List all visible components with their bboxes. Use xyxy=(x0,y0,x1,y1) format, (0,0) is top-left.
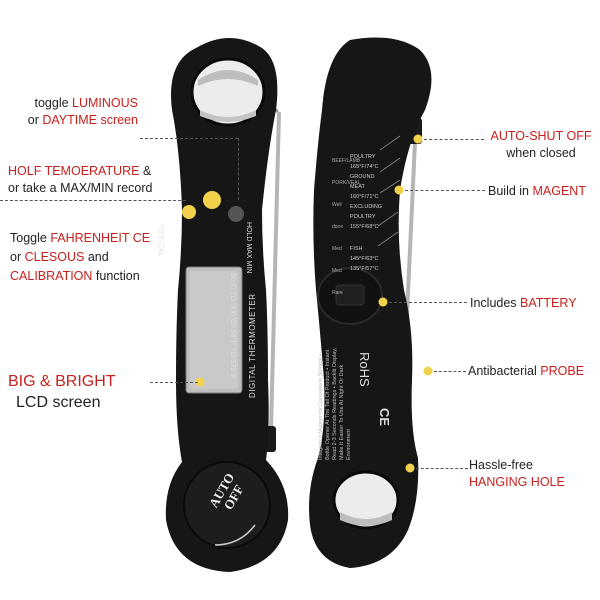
label-magnet: Build in MAGENT xyxy=(488,184,586,198)
back-side-words: BEEF/LAMB PORK/VEAL Well done Med Med Ra… xyxy=(332,150,360,304)
front-brand-text: DIGITAL THERMOMETER xyxy=(248,293,257,398)
side-word: Med Rare xyxy=(332,268,343,296)
label-hanging-hole: Hassle-free HANGING HOLE xyxy=(469,458,565,489)
leader-line xyxy=(150,382,198,383)
leader-line xyxy=(416,468,468,469)
temp-item: FISH 145°F/63°C xyxy=(350,246,379,262)
rohs-mark: RoHS xyxy=(357,352,372,387)
back-features-text: Integrated Magnet for Convenient Storage… xyxy=(318,347,352,460)
leader-line xyxy=(389,302,467,303)
label-toggle-luminous: toggle LUMINOUS or DAYTIME screen xyxy=(27,96,138,127)
leader-line xyxy=(238,138,239,200)
leader-line xyxy=(0,200,186,201)
leader-line xyxy=(405,190,485,191)
label-toggle-fahrenheit: Toggle FAHRENHEIT CE or CLESOUS and CALI… xyxy=(10,231,151,283)
label-auto-shut-off: AUTO-SHUT OFF when closed xyxy=(490,129,592,160)
temp-item: 135°F/57°C xyxy=(350,266,379,272)
label-probe: Antibacterial PROBE xyxy=(468,364,585,378)
leader-line xyxy=(424,139,484,140)
back-temp-list: POULTRY 165°F/74°C GROUND MEAT 160°F/71°… xyxy=(350,152,390,274)
side-word: Med xyxy=(332,246,342,252)
side-word: BEEF/LAMB PORK/VEAL xyxy=(332,150,360,194)
label-lcd-screen: BIG & BRIGHT LCD screen xyxy=(8,373,116,411)
ce-mark: CE xyxy=(377,408,392,427)
temp-item: GROUND MEAT 160°F/71°C xyxy=(350,174,379,200)
front-range-text: -50°C TO 300°C/-58°F TO 572°F xyxy=(229,270,238,380)
temp-item: EXCLUDING POULTRY 155°F/68°C xyxy=(350,204,383,230)
callout-dots xyxy=(195,134,433,473)
side-word: Well done xyxy=(332,202,344,230)
temp-item: POULTRY 165°F/74°C xyxy=(350,154,379,170)
leader-line xyxy=(140,138,238,139)
leader-line xyxy=(434,371,466,372)
front-thermometer-body xyxy=(165,38,289,572)
label-hold-temperature: HOLF TEMOERATURE & or take a MAX/MIN rec… xyxy=(8,164,153,195)
back-thermometer-body xyxy=(309,37,432,569)
label-battery: Includes BATTERY xyxy=(470,296,577,310)
